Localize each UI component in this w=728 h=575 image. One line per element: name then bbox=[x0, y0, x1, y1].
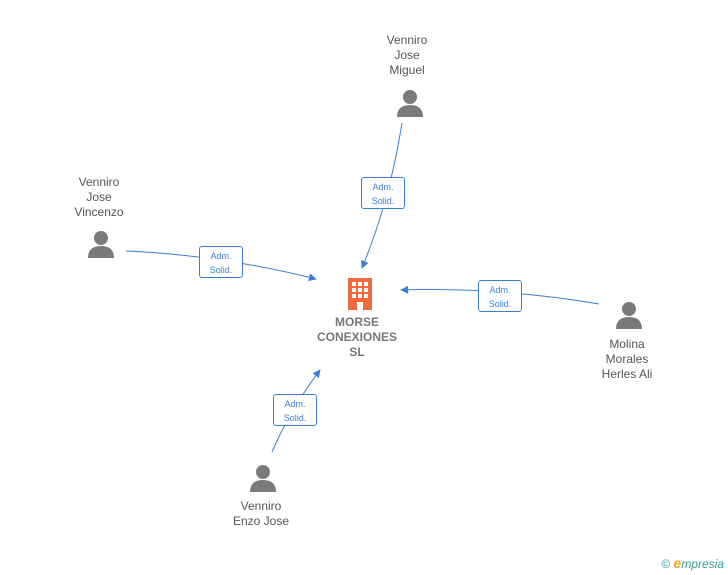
building-icon bbox=[348, 278, 372, 310]
person-label-molina-morales-herles-ali[interactable]: Molina Morales Herles Ali bbox=[601, 337, 653, 381]
person-icon[interactable] bbox=[248, 463, 278, 493]
person-label-venniro-jose-miguel[interactable]: Venniro Jose Miguel bbox=[386, 33, 428, 77]
copyright-symbol: © bbox=[661, 557, 671, 571]
person-label-venniro-jose-vincenzo[interactable]: Venniro Jose Vincenzo bbox=[74, 175, 124, 219]
person-icon[interactable] bbox=[614, 300, 644, 330]
brand-wordmark: mpresia bbox=[681, 557, 724, 571]
relation-label-venniro-jose-vincenzo[interactable]: Adm. Solid. bbox=[199, 246, 243, 278]
relation-label-venniro-jose-miguel[interactable]: Adm. Solid. bbox=[361, 177, 405, 209]
relation-label-molina-morales-herles-ali[interactable]: Adm. Solid. bbox=[478, 280, 522, 312]
person-icon[interactable] bbox=[86, 229, 116, 259]
company-name[interactable]: MORSE CONEXIONES SL bbox=[316, 315, 397, 359]
person-icon[interactable] bbox=[395, 88, 425, 118]
relation-label-venniro-enzo-jose[interactable]: Adm. Solid. bbox=[273, 394, 317, 426]
brand-logo[interactable]: © empresia bbox=[661, 555, 724, 571]
person-label-venniro-enzo-jose[interactable]: Venniro Enzo Jose bbox=[232, 499, 290, 528]
brand-initial: e bbox=[673, 555, 682, 571]
